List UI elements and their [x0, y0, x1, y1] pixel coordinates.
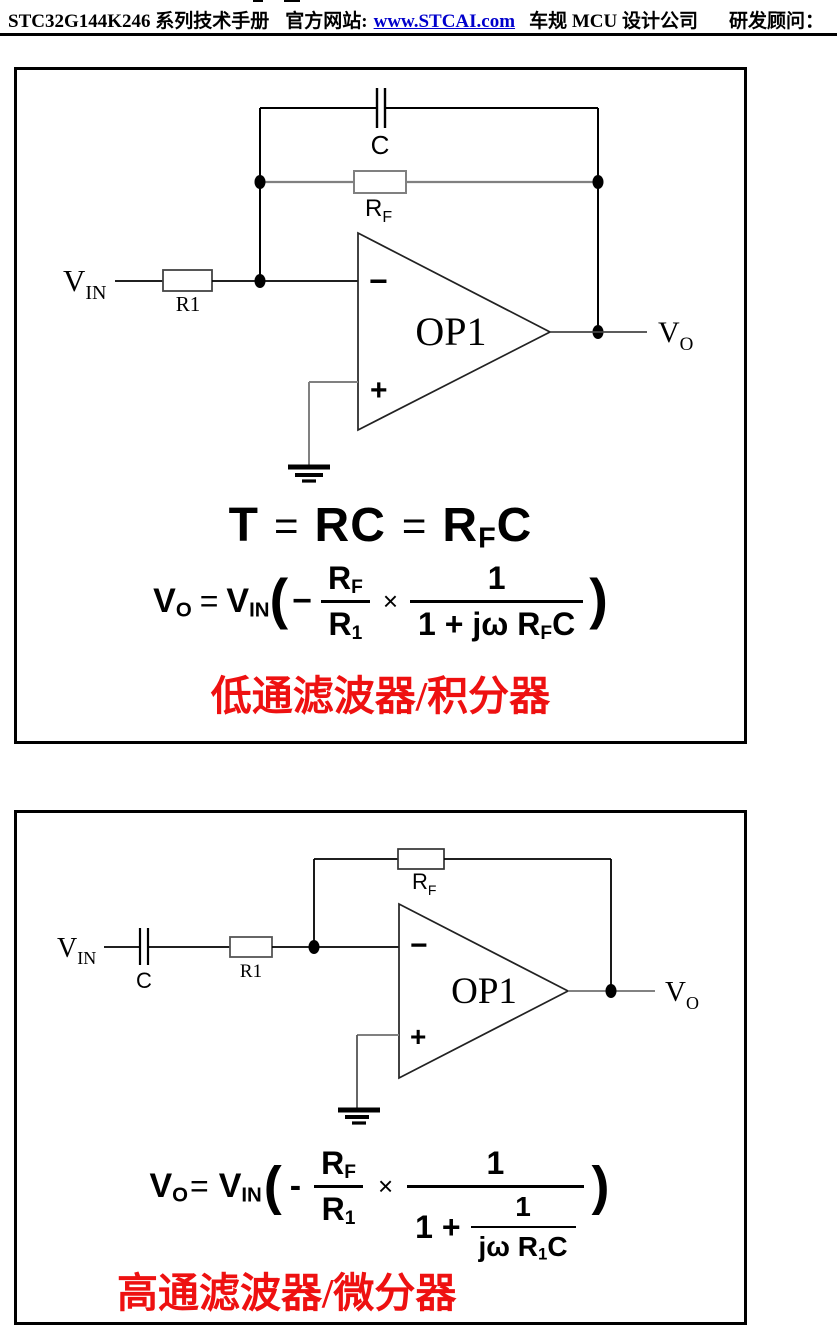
page-header: STC32G144K246 系列技术手册 官方网站: www.STCAI.com… [8, 6, 837, 33]
junction-dot [592, 175, 604, 189]
formula-token: × [382, 586, 399, 616]
formula-token: − [292, 582, 313, 620]
feedback-resistor-rf [353, 170, 407, 194]
vo-label: VO [658, 316, 693, 355]
vo-label: VO [665, 976, 699, 1013]
formula-highpass-transfer: VO = VIN ( - RF R1 × 1 1 + 1 jω R1C ) [17, 1145, 744, 1264]
feedback-resistor-rf [397, 848, 445, 870]
inverting-input-label: − [369, 263, 388, 299]
opamp-triangle [398, 902, 570, 1080]
open-paren: ( [269, 567, 289, 631]
highpass-circuit-diagram: VIN C R1 RF − + OP1 VO [57, 848, 699, 1125]
formula-token: RC [314, 499, 386, 552]
formula-token: = [274, 501, 299, 549]
formula-token: RFC [442, 499, 533, 555]
vin-label: VIN [57, 933, 96, 968]
inverting-input-label: − [410, 929, 428, 962]
formula-token: VO [153, 582, 192, 622]
official-site-label: 官方网站: [285, 11, 368, 32]
lowpass-circuit-diagram: C RF VIN R1 − + OP1 VO [63, 88, 693, 483]
formula-time-constant: T = RC = RFC [17, 498, 744, 555]
formula-token: VO [149, 1166, 189, 1206]
close-paren: ) [591, 1155, 610, 1216]
junction-dot [605, 984, 617, 998]
r1-label: R1 [240, 961, 262, 982]
junction-dot [254, 175, 266, 189]
figure-box-lowpass: C RF VIN R1 − + OP1 VO [14, 67, 747, 744]
capacitor-label: C [371, 130, 390, 160]
rf-label: RF [365, 195, 392, 226]
noninverting-input-label: + [410, 1021, 426, 1052]
close-paren: ) [589, 567, 608, 631]
input-resistor-r1 [229, 936, 273, 958]
formula-token: = [199, 583, 219, 619]
junction-dot [254, 274, 266, 288]
formula-left-group: VO = VIN ( - RF R1 × [149, 1145, 401, 1229]
clipped-text-artifact [253, 0, 263, 2]
official-site-link[interactable]: www.STCAI.com [373, 11, 516, 32]
header-rule [0, 33, 837, 36]
opamp-label: OP1 [451, 971, 517, 1012]
ground-symbol [288, 464, 330, 483]
formula-token: = [401, 501, 427, 549]
feedback-capacitor-c [375, 88, 387, 128]
open-paren: ( [263, 1155, 282, 1216]
input-resistor-r1 [162, 269, 213, 292]
capacitor-label: C [136, 968, 152, 993]
formula-token: - [289, 1166, 302, 1205]
formula-right-group: ) [590, 1145, 612, 1227]
caption-highpass: 高通滤波器/微分器 [117, 1270, 457, 1316]
rf-label: RF [412, 869, 436, 898]
doc-title: STC32G144K246 系列技术手册 [8, 11, 270, 32]
formula-token: × [377, 1170, 394, 1201]
clipped-text-artifact [284, 0, 300, 2]
vin-label: VIN [63, 263, 107, 304]
formula-token: T [228, 499, 258, 552]
company-name: 车规 MCU 设计公司 [529, 11, 698, 32]
fraction-inner: 1 jω R1C [470, 1191, 576, 1264]
consultant-label: 研发顾问： [728, 11, 824, 32]
input-capacitor-c [138, 928, 150, 965]
opamp-label: OP1 [415, 309, 486, 354]
opamp-triangle [357, 231, 552, 432]
figure-box-highpass: VIN C R1 RF − + OP1 VO [14, 810, 747, 1325]
fraction-rf-r1: RF R1 [320, 560, 371, 644]
caption-lowpass: 低通滤波器/积分器 [210, 673, 551, 719]
fraction-highpass: 1 1 + 1 jω R1C [407, 1145, 584, 1264]
r1-label: R1 [176, 292, 201, 316]
formula-token: VIN [218, 1166, 262, 1206]
formula-token: = [190, 1167, 209, 1204]
noninverting-input-label: + [370, 374, 388, 407]
formula-token: VIN [226, 582, 270, 622]
ground-symbol [338, 1107, 380, 1125]
fraction-rf-r1: RF R1 [313, 1145, 364, 1229]
